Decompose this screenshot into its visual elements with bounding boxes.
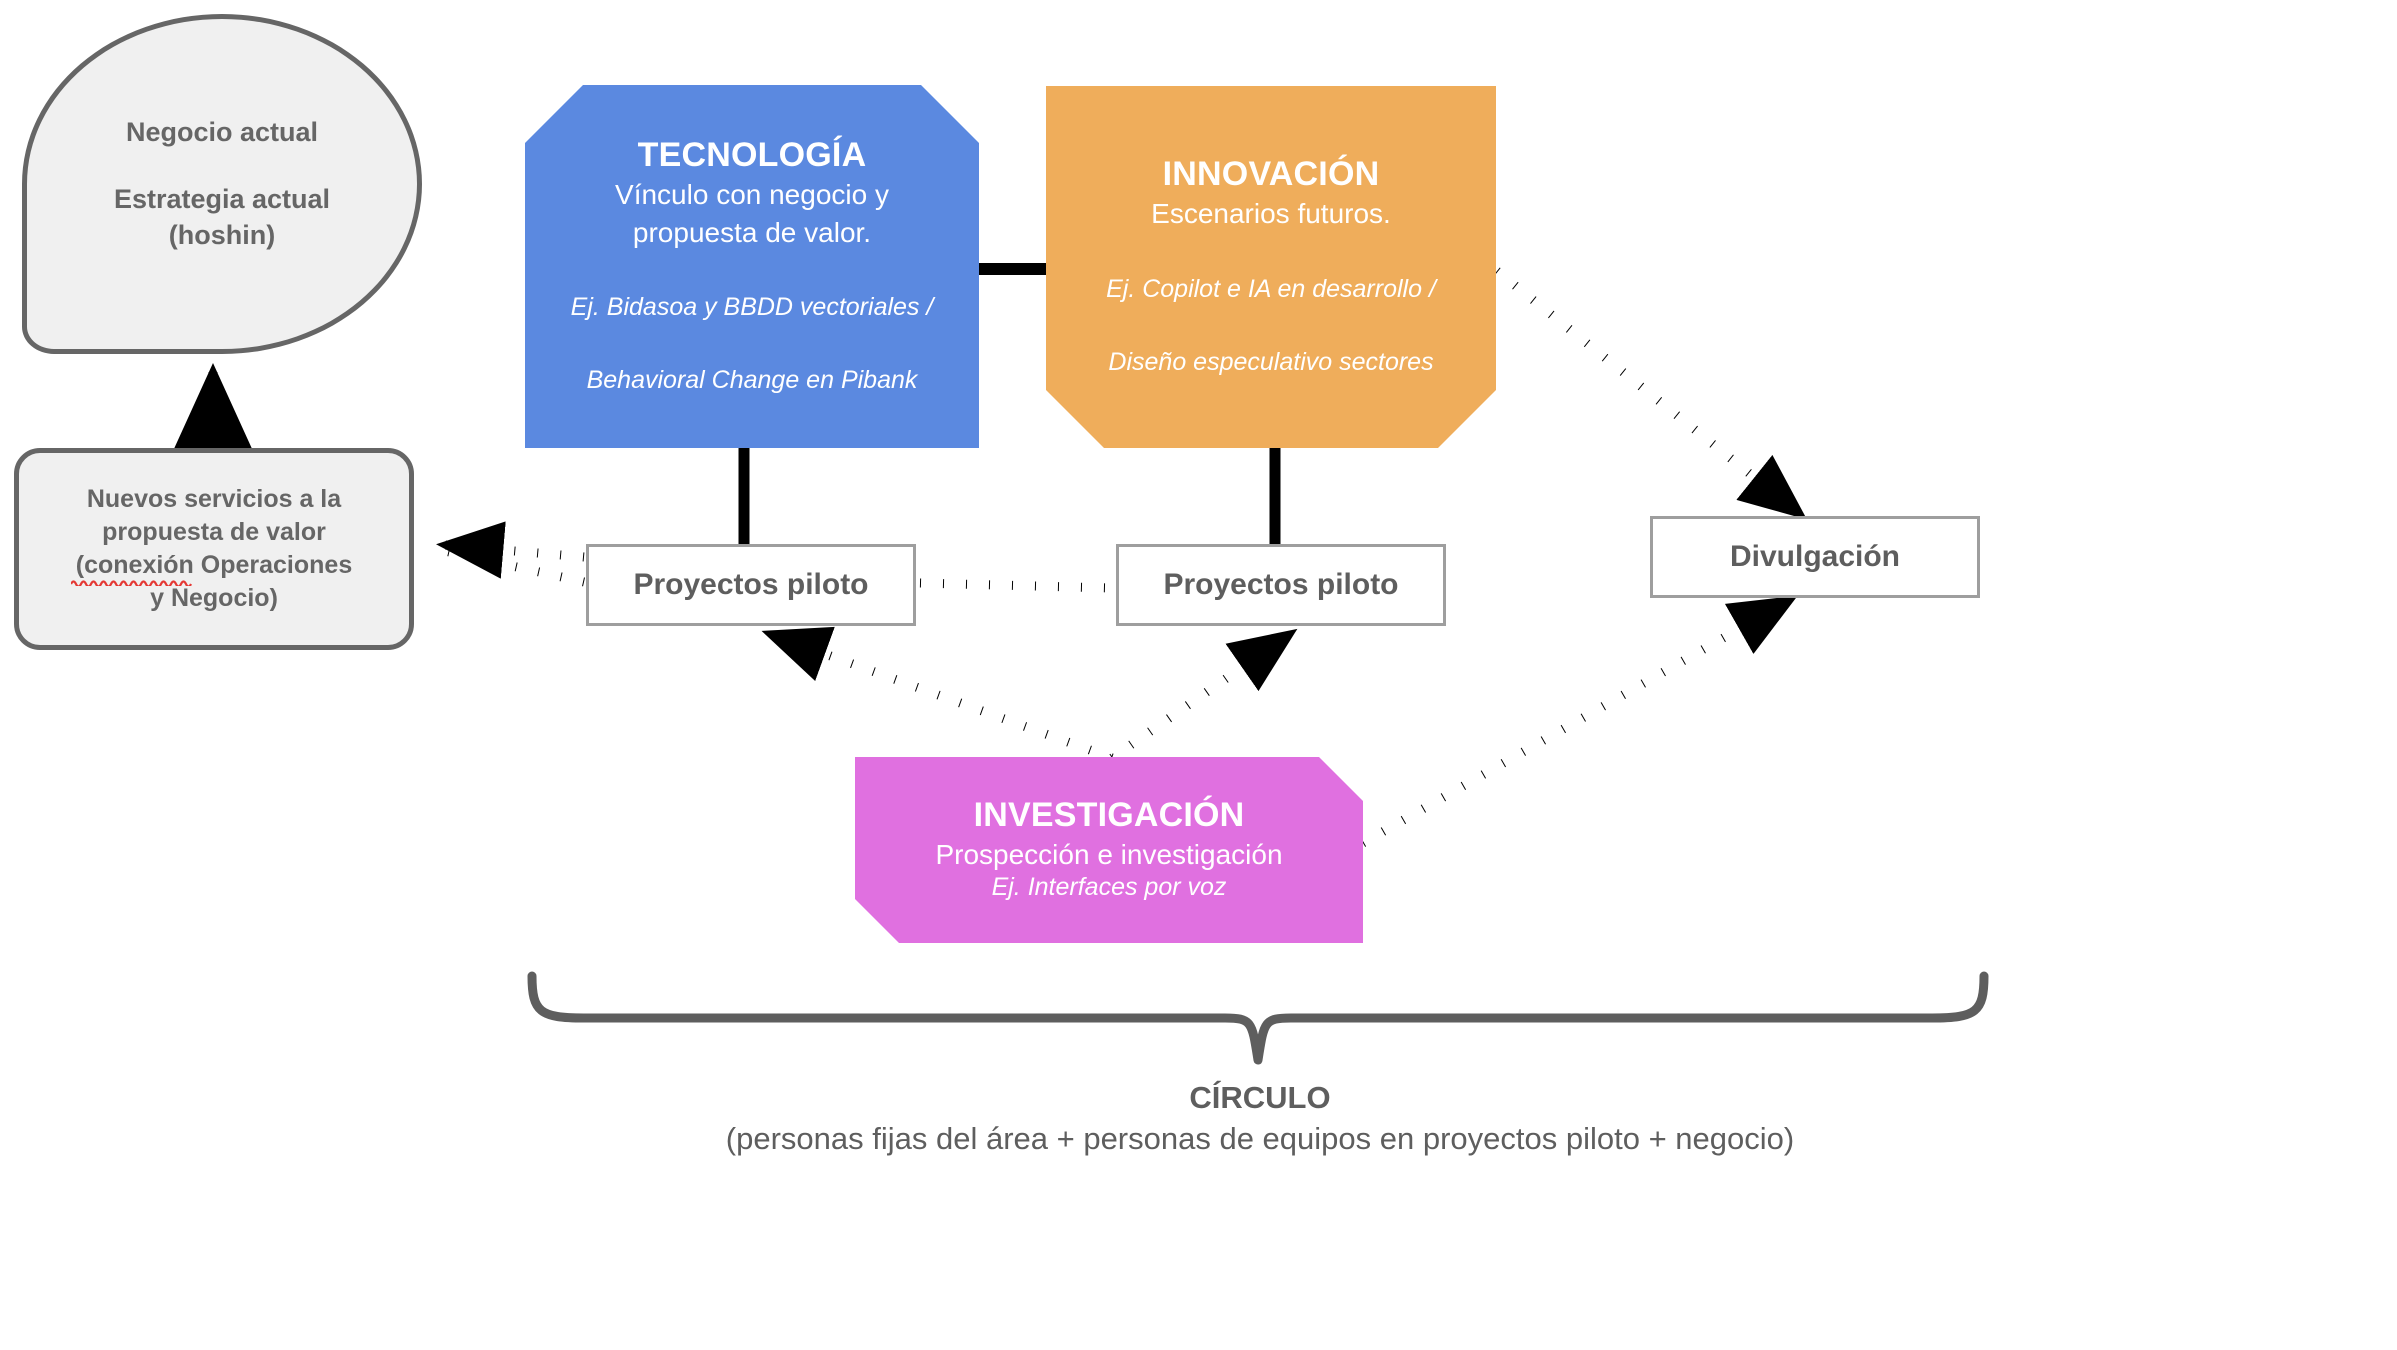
- negocio-actual-line2: Estrategia actual: [113, 183, 331, 214]
- proyectos-piloto-right-label: Proyectos piloto: [1163, 568, 1399, 601]
- negocio-actual-line3: (hoshin): [168, 220, 276, 251]
- edge-investigacion-to-divulgacion: [1360, 595, 1798, 847]
- tecnologia-title: TECNOLOGÍA: [637, 136, 867, 175]
- tecnologia-subtitle-line1: Vínculo con negocio y: [615, 179, 889, 211]
- divulgacion-label: Divulgación: [1729, 540, 1901, 573]
- node-innovacion[interactable]: INNOVACIÓN Escenarios futuros. Ej. Copil…: [1046, 86, 1496, 448]
- investigacion-title: INVESTIGACIÓN: [973, 796, 1245, 835]
- edge-proyectos-left-to-nuevos-b: [444, 546, 585, 587]
- tecnologia-example-line1: Ej. Bidasoa y BBDD vectoriales /: [570, 292, 934, 321]
- nuevos-servicios-line3: (conexión Operaciones: [75, 551, 353, 579]
- innovacion-subtitle-line1: Escenarios futuros.: [1151, 198, 1391, 230]
- innovacion-example-line1: Ej. Copilot e IA en desarrollo /: [1106, 274, 1436, 303]
- node-proyectos-piloto-left[interactable]: Proyectos piloto: [586, 544, 916, 626]
- nuevos-servicios-line1: Nuevos servicios a la: [86, 485, 342, 513]
- circulo-brace: [527, 971, 1989, 1065]
- spellcheck-squiggle-icon: [71, 580, 192, 586]
- investigacion-subtitle-line1: Prospección e investigación: [935, 839, 1283, 871]
- node-proyectos-piloto-right[interactable]: Proyectos piloto: [1116, 544, 1446, 626]
- edge-proyectos-left-to-right: [919, 578, 1113, 593]
- circulo-caption-subtitle: (personas fijas del área + personas de e…: [725, 1121, 1795, 1157]
- edge-proyectos-left-to-nuevos-a: [436, 521, 585, 579]
- edge-investigacion-to-proyectos-left: [761, 626, 1114, 763]
- node-nuevos-servicios[interactable]: Nuevos servicios a la propuesta de valor…: [14, 448, 414, 650]
- investigacion-example-line1: Ej. Interfaces por voz: [991, 873, 1227, 902]
- innovacion-title: INNOVACIÓN: [1162, 155, 1380, 194]
- tecnologia-subtitle-line2: propuesta de valor.: [632, 216, 872, 248]
- nuevos-servicios-line2: propuesta de valor: [102, 518, 326, 546]
- innovacion-example-line2: Diseño especulativo sectores: [1108, 348, 1434, 377]
- circulo-caption: CÍRCULO (personas fijas del área + perso…: [520, 1078, 2000, 1160]
- proyectos-piloto-left-label: Proyectos piloto: [633, 568, 869, 601]
- circulo-caption-title: CÍRCULO: [1189, 1080, 1331, 1115]
- nuevos-servicios-line4: y Negocio): [150, 584, 278, 612]
- tecnologia-example-line2: Behavioral Change en Pibank: [586, 366, 918, 395]
- node-investigacion[interactable]: INVESTIGACIÓN Prospección e investigació…: [855, 757, 1363, 943]
- negocio-actual-line1: Negocio actual: [125, 117, 319, 148]
- node-negocio-actual[interactable]: Negocio actual Estrategia actual (hoshin…: [22, 14, 422, 354]
- node-tecnologia[interactable]: TECNOLOGÍA Vínculo con negocio y propues…: [525, 85, 979, 448]
- edge-investigacion-to-proyectos-right: [1109, 628, 1298, 762]
- node-divulgacion[interactable]: Divulgación: [1650, 516, 1980, 598]
- edge-innovacion-to-divulgacion: [1494, 267, 1808, 520]
